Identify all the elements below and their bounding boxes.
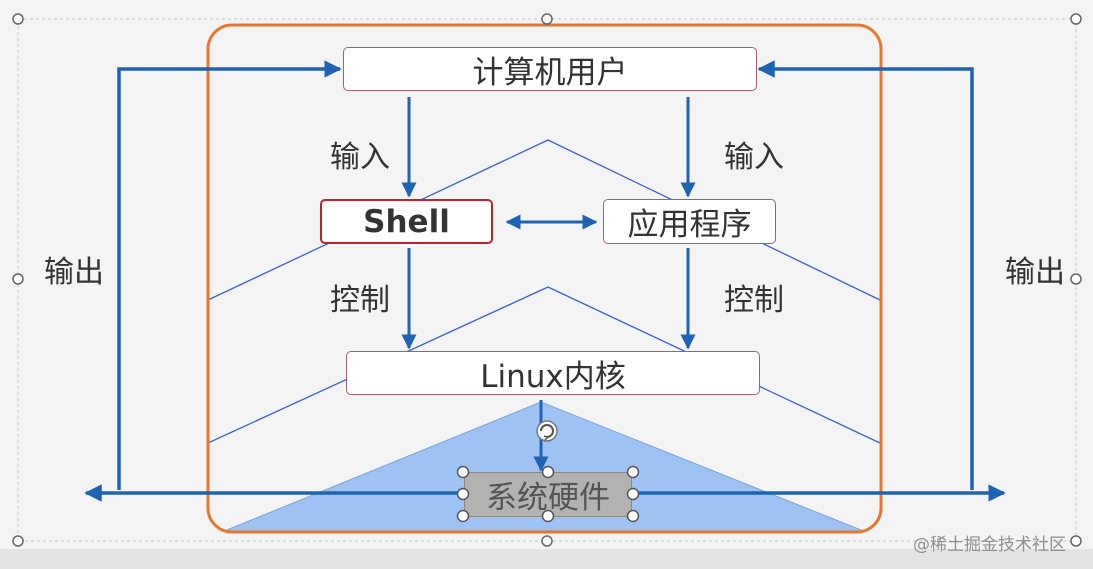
node-system-hardware[interactable]: 系统硬件 (464, 472, 632, 517)
right-output-arrow (757, 60, 974, 490)
label-output-left: 输出 (44, 255, 104, 290)
resize-handle-top (541, 13, 553, 25)
slide-resize-handles[interactable] (12, 13, 1082, 547)
resize-handle-bottom-right (1070, 535, 1082, 547)
label-output-right: 输出 (1005, 255, 1065, 290)
node-shell[interactable]: Shell (320, 199, 493, 244)
node-linux-kernel[interactable]: Linux内核 (346, 351, 760, 395)
resize-handle-bottom-left (12, 535, 24, 547)
rotate-handle-icon[interactable] (536, 420, 558, 442)
resize-handle-bottom (541, 535, 553, 547)
resize-handle-right (1070, 273, 1082, 285)
left-output-arrow (117, 60, 342, 490)
upper-chevron-line (208, 139, 881, 301)
bottom-bar (0, 549, 1093, 569)
label-control-right: 控制 (724, 283, 784, 318)
lower-chevron-line (208, 286, 881, 444)
label-input-right: 输入 (724, 140, 784, 175)
watermark: @稀土掘金技术社区 (913, 535, 1066, 555)
node-application[interactable]: 应用程序 (603, 199, 776, 244)
node-computer-user[interactable]: 计算机用户 (343, 47, 757, 91)
top-strip (0, 0, 1093, 10)
resize-handle-top-right (1070, 13, 1082, 25)
label-control-left: 控制 (330, 283, 390, 318)
resize-handle-top-left (12, 13, 24, 25)
label-input-left: 输入 (330, 140, 390, 175)
resize-handle-left (12, 273, 24, 285)
system-frame (206, 23, 883, 534)
